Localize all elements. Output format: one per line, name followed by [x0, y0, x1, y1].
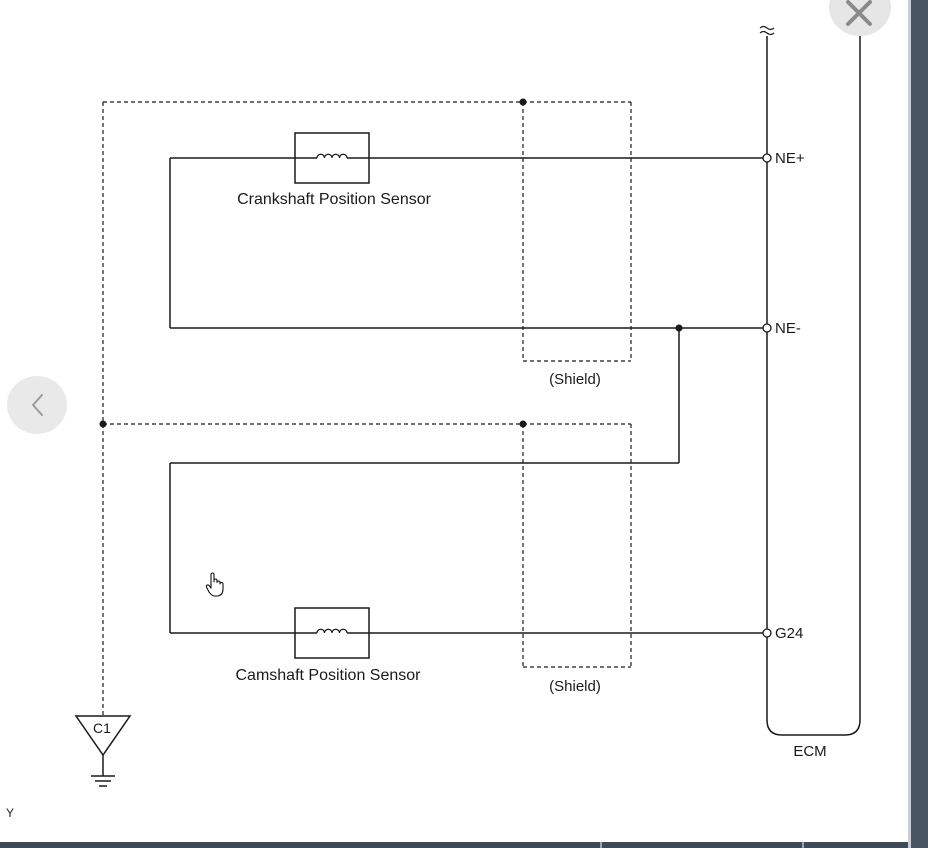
junction-dots — [99, 98, 683, 428]
ecm-break-mark-left-2 — [759, 30, 775, 36]
terminal-g24-pin — [762, 628, 772, 638]
ecm-break-mark-left — [759, 25, 775, 31]
crankshaft-sensor-label: Crankshaft Position Sensor — [237, 191, 432, 208]
close-icon — [846, 0, 872, 26]
shield-lines — [102, 101, 632, 716]
shield-upper-label: (Shield) — [549, 371, 601, 388]
camshaft-circuit — [169, 328, 763, 634]
crankshaft-circuit — [169, 157, 763, 329]
corner-label: Y — [6, 806, 15, 820]
previous-image-button[interactable] — [7, 376, 67, 434]
terminal-ne-minus-pin — [762, 323, 772, 333]
ecm-label: ECM — [793, 743, 826, 760]
coil-icon — [316, 628, 348, 634]
bottom-bar-divider — [802, 842, 804, 848]
ecm-terminals — [762, 153, 772, 638]
ecm-outline — [766, 36, 861, 736]
ground-label: C1 — [93, 720, 111, 736]
camshaft-sensor-label: Camshaft Position Sensor — [236, 667, 422, 684]
window-bottom-bar — [0, 842, 908, 848]
terminal-ne-plus-pin — [762, 153, 772, 163]
close-viewer-button[interactable] — [829, 0, 891, 36]
shield-lower-label: (Shield) — [549, 678, 601, 695]
window-right-frame — [908, 0, 928, 848]
ground-symbol — [74, 715, 132, 787]
terminal-g24-label: G24 — [775, 625, 803, 642]
coil-icon — [316, 153, 348, 159]
terminal-ne-minus-label: NE- — [775, 320, 801, 337]
bottom-bar-divider — [600, 842, 602, 848]
camshaft-position-sensor — [294, 607, 370, 659]
crankshaft-position-sensor — [294, 132, 370, 184]
hand-pointer-cursor-icon — [205, 572, 224, 597]
terminal-ne-plus-label: NE+ — [775, 150, 805, 167]
chevron-left-icon — [32, 394, 43, 416]
